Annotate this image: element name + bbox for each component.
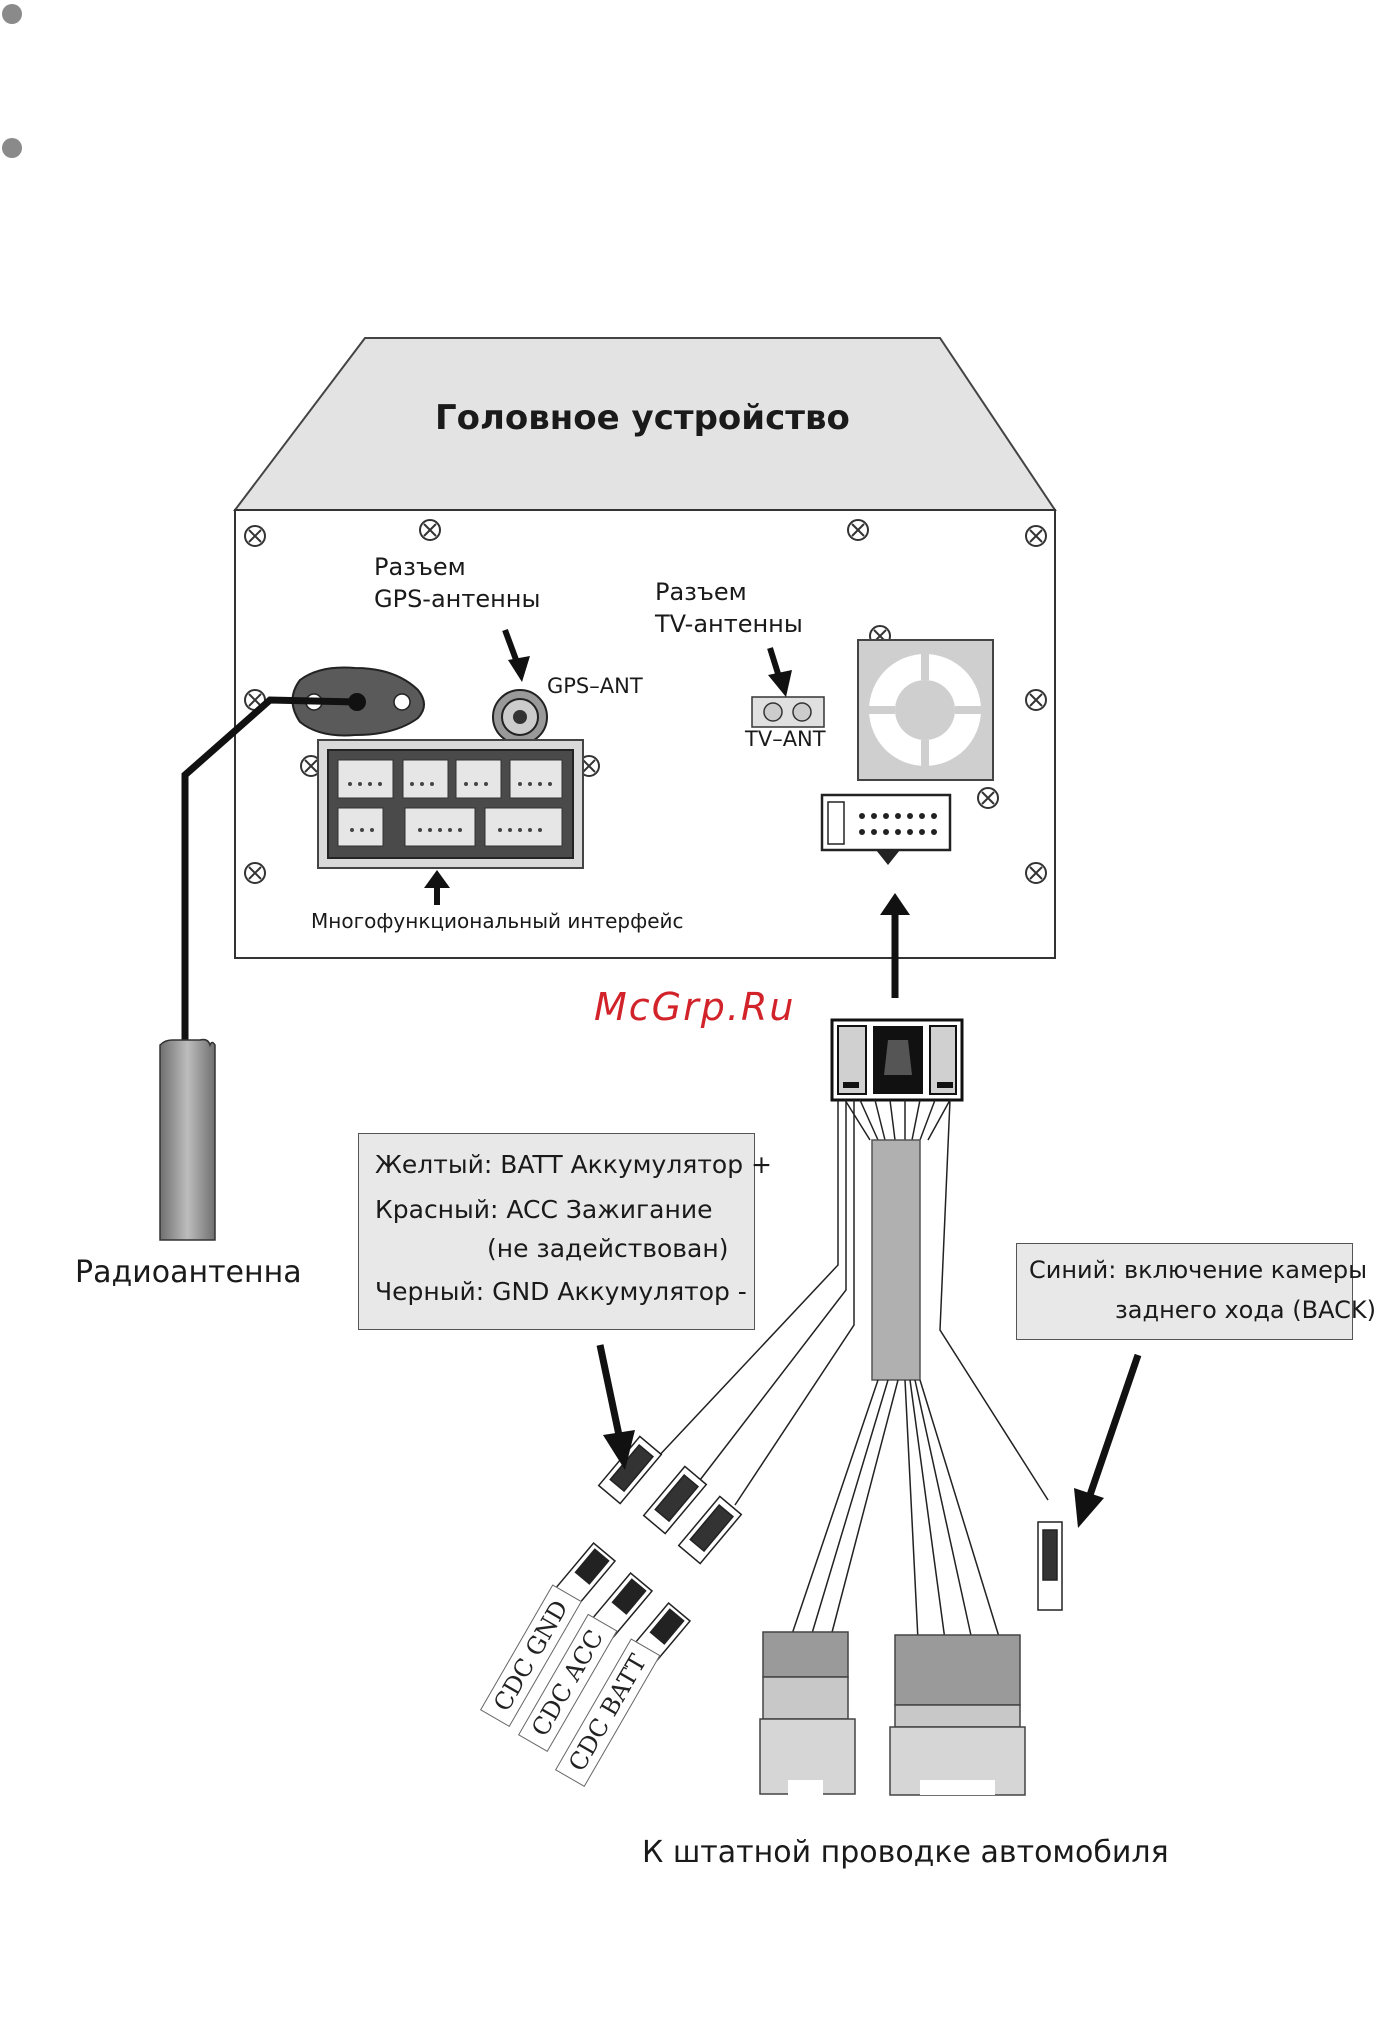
camera-arrow xyxy=(1086,1353,1142,1497)
tv-connector-label-line1: Разъем xyxy=(655,578,747,606)
camera-info-line2: заднего хода (BACK) xyxy=(1115,1296,1376,1324)
power-info-black: Черный: GND Аккумулятор - xyxy=(375,1277,747,1306)
power-info-yellow: Желтый: BATT Аккумулятор + xyxy=(375,1150,772,1179)
multifunction-label: Многофункциональный интерфейс xyxy=(311,909,684,933)
gps-ant-label: GPS–ANT xyxy=(547,674,643,698)
power-info-red: Красный: ACC Зажигание xyxy=(375,1195,713,1224)
radio-antenna-cable xyxy=(181,696,358,1058)
head-unit-title: Головное устройство xyxy=(435,398,850,438)
tv-ant-label: TV–ANT xyxy=(745,727,826,751)
bullet-dot xyxy=(2,138,22,158)
watermark: McGrp.Ru xyxy=(594,985,796,1029)
camera-info-box: Синий: включение камеры заднего хода (BA… xyxy=(1016,1243,1376,1340)
power-arrow xyxy=(596,1344,624,1441)
power-connectors-male xyxy=(597,1435,743,1565)
gps-connector-label-line1: Разъем xyxy=(374,553,466,581)
vehicle-connector-left xyxy=(759,1631,856,1795)
camera-connector xyxy=(1037,1521,1063,1611)
radio-antenna-plug xyxy=(159,1038,216,1241)
radio-antenna-label: Радиоантенна xyxy=(75,1255,302,1290)
gps-connector-label-line2: GPS-антенны xyxy=(374,585,541,613)
tv-connector xyxy=(751,696,825,728)
vehicle-connector-right xyxy=(889,1634,1026,1796)
camera-info-line1: Синий: включение камеры xyxy=(1029,1256,1368,1284)
tv-connector-label-line2: TV-антенны xyxy=(655,610,803,638)
power-info-box: Желтый: BATT Аккумулятор + Красный: ACC … xyxy=(358,1133,772,1330)
bullet-dot xyxy=(2,4,22,24)
vehicle-wiring-label: К штатной проводке автомобиля xyxy=(642,1835,1169,1870)
power-info-red-note: (не задействован) xyxy=(487,1234,729,1263)
wire-bundle xyxy=(871,1139,921,1381)
